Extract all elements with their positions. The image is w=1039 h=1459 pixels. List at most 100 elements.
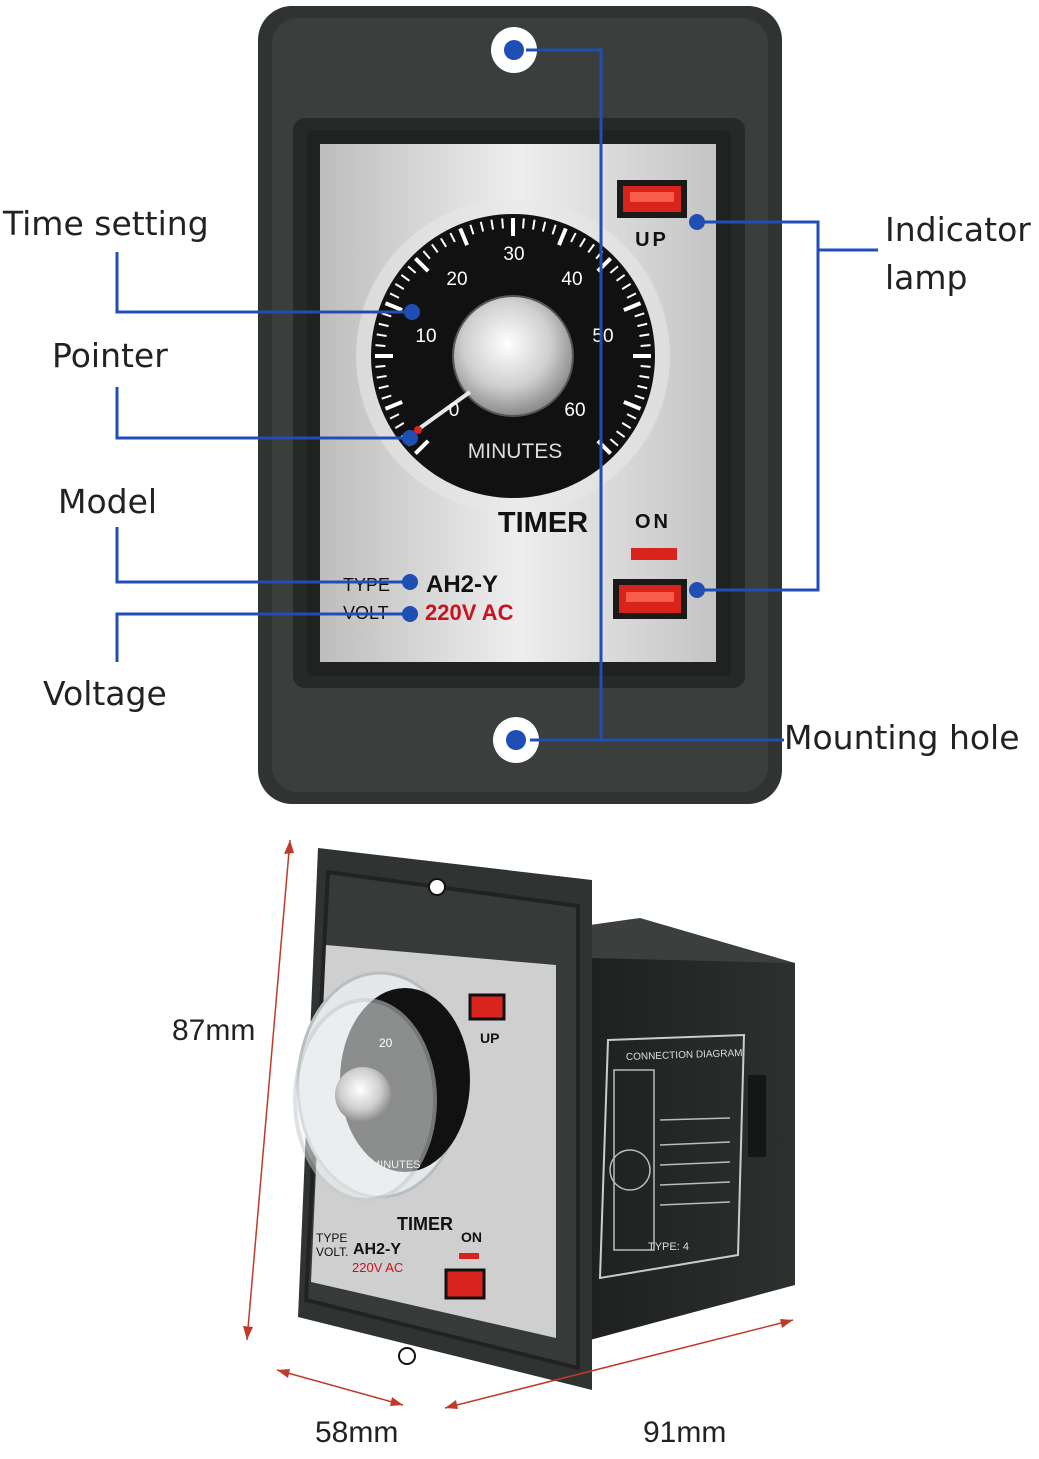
dial-tick bbox=[384, 400, 403, 411]
side-up-lamp bbox=[468, 993, 506, 1021]
dial-tick bbox=[609, 438, 619, 447]
side-dial-number: 20 bbox=[379, 1036, 393, 1050]
dial-tick bbox=[551, 224, 557, 235]
dial-number-0: 0 bbox=[449, 400, 460, 421]
dial-tick bbox=[557, 227, 568, 246]
pointer-needle bbox=[418, 390, 472, 430]
model-value: AH2-Y bbox=[426, 571, 498, 598]
dial-tick bbox=[469, 224, 475, 235]
dial-tick bbox=[532, 219, 536, 230]
dimension-width: 58mm bbox=[315, 1416, 399, 1449]
dial-tick bbox=[626, 413, 637, 420]
dial-tick bbox=[490, 219, 494, 230]
dimension-depth: 91mm bbox=[643, 1416, 727, 1449]
side-mounting-hole-bottom bbox=[398, 1347, 416, 1365]
dial-tick bbox=[394, 283, 405, 290]
callout-indicator-lamp-line2: lamp bbox=[885, 258, 968, 297]
dial-tick bbox=[378, 384, 389, 390]
dial-tick bbox=[640, 365, 651, 368]
callout-model: Model bbox=[58, 482, 158, 521]
dial-tick bbox=[623, 400, 642, 411]
dial-unit-label: MINUTES bbox=[468, 440, 563, 463]
dial-tick bbox=[615, 274, 626, 282]
dial-tick bbox=[381, 312, 392, 318]
callout-dots bbox=[402, 214, 705, 622]
dial-tick bbox=[634, 312, 645, 318]
dial-tick bbox=[587, 243, 595, 254]
dial-tick bbox=[389, 292, 400, 299]
side-on-label: ON bbox=[461, 1229, 482, 1245]
callout-time-setting: Time setting bbox=[3, 204, 209, 243]
callout-mounting-hole: Mounting hole bbox=[784, 718, 1020, 757]
dial-tick bbox=[375, 344, 386, 347]
dial-tick bbox=[637, 384, 648, 390]
dial-tick bbox=[376, 375, 387, 379]
dial-tick bbox=[626, 292, 637, 299]
dial-tick bbox=[440, 237, 447, 248]
on-label: ON bbox=[635, 511, 671, 533]
dial-tick bbox=[376, 333, 387, 337]
dial-tick bbox=[639, 375, 650, 379]
up-indicator-lamp bbox=[617, 180, 687, 218]
connection-diagram-label bbox=[598, 1033, 746, 1280]
callout-indicator-lamp-line1: Indicator bbox=[885, 210, 1031, 249]
connection-diagram-title: CONNECTION DIAGRAM bbox=[626, 1048, 743, 1063]
mounting-hole-top bbox=[491, 27, 537, 73]
dial-tick bbox=[479, 221, 485, 232]
dial-tick bbox=[541, 221, 547, 232]
dial-number-10: 10 bbox=[415, 326, 436, 347]
dial-tick bbox=[501, 218, 504, 229]
dial-tick bbox=[394, 422, 405, 429]
callout-pointer: Pointer bbox=[52, 336, 168, 375]
side-up-label: UP bbox=[480, 1030, 499, 1046]
dial-number-40: 40 bbox=[561, 269, 582, 290]
dial-ticks bbox=[375, 218, 651, 455]
dial-tick bbox=[407, 265, 417, 274]
dial-number-50: 50 bbox=[592, 326, 613, 347]
callout-lines bbox=[115, 48, 878, 742]
side-dial: 20 MINUTES bbox=[293, 971, 470, 1202]
dial-tick bbox=[400, 274, 411, 282]
up-label: UP bbox=[635, 229, 669, 251]
dial-number-60: 60 bbox=[564, 400, 585, 421]
dial-tick bbox=[381, 394, 392, 400]
dial-tick bbox=[422, 250, 431, 260]
dial-tick bbox=[378, 322, 389, 328]
dial-tick bbox=[579, 237, 586, 248]
dial-tick bbox=[522, 218, 525, 229]
side-view-timer: CONNECTION DIAGRAM TYPE: 4 UP ON TIMER T… bbox=[293, 848, 795, 1390]
dial-tick bbox=[570, 232, 577, 243]
dial-number-20: 20 bbox=[446, 269, 467, 290]
dial-tick bbox=[384, 301, 403, 312]
knob bbox=[452, 295, 574, 417]
dial-tick bbox=[414, 257, 430, 273]
timer-dial: 10 20 30 40 50 60 0 MINUTES bbox=[356, 199, 670, 513]
dimension-lines bbox=[243, 839, 794, 1409]
dial-tick bbox=[609, 265, 619, 274]
dial-tick bbox=[621, 422, 632, 429]
dial-tick bbox=[640, 344, 651, 347]
timer-label: TIMER bbox=[498, 507, 588, 539]
side-on-lamp bbox=[444, 1268, 486, 1300]
dial-tick bbox=[375, 365, 386, 368]
dial-tick bbox=[414, 439, 430, 455]
diagram-type-label: TYPE: 4 bbox=[648, 1241, 689, 1253]
on-mark bbox=[631, 548, 677, 560]
side-type-label: TYPE bbox=[316, 1231, 347, 1245]
mounting-hole-bottom bbox=[493, 717, 539, 763]
side-voltage-value: 220V AC bbox=[352, 1260, 403, 1275]
side-timer-label: TIMER bbox=[397, 1214, 453, 1234]
type-label: TYPE bbox=[343, 575, 390, 595]
side-mounting-hole-top bbox=[428, 878, 446, 896]
dial-tick bbox=[458, 227, 469, 246]
dial-tick bbox=[634, 394, 645, 400]
dial-tick bbox=[449, 232, 456, 243]
dial-tick bbox=[389, 413, 400, 420]
dial-tick bbox=[637, 322, 648, 328]
side-dial-unit: MINUTES bbox=[371, 1159, 421, 1171]
voltage-value: 220V AC bbox=[425, 600, 514, 625]
dial-tick bbox=[621, 283, 632, 290]
side-model-value: AH2-Y bbox=[353, 1241, 401, 1258]
side-volt-label: VOLT. bbox=[316, 1245, 348, 1259]
